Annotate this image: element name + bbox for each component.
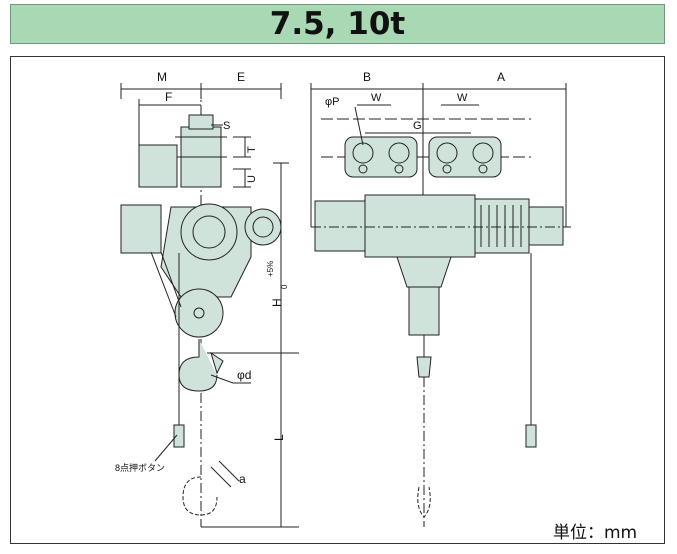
dim-a: a [239,472,246,486]
dim-H: H [270,298,284,307]
dim-G: G [413,120,422,132]
dim-S: S [223,120,230,132]
front-view [310,83,571,527]
dim-A: A [497,70,505,84]
dim-P: φP [325,96,339,108]
dim-T: T [246,146,258,153]
dim-F: F [165,90,172,104]
dim-H-tol0: 0 [280,284,289,289]
unit-label: 単位：mm [553,523,638,543]
drawing-frame: M E F S T U H +5% 0 φd L a 8点押ボタン B A W … [10,56,665,544]
dim-E: E [237,70,245,84]
pendant-button-label: 8点押ボタン [115,462,165,473]
dim-d: φd [237,368,251,382]
dim-B: B [363,70,371,84]
page-title: 7.5, 10t [269,6,406,42]
title-bar: 7.5, 10t [10,4,665,44]
side-view [120,83,299,528]
dim-H-tol: +5% [266,261,275,277]
dim-L: L [272,434,286,441]
dim-U: U [246,175,258,183]
dim-W-right: W [457,92,468,104]
dim-M: M [157,70,167,84]
dim-W-left: W [371,92,382,104]
hoist-drawing: M E F S T U H +5% 0 φd L a 8点押ボタン B A W … [115,70,571,528]
